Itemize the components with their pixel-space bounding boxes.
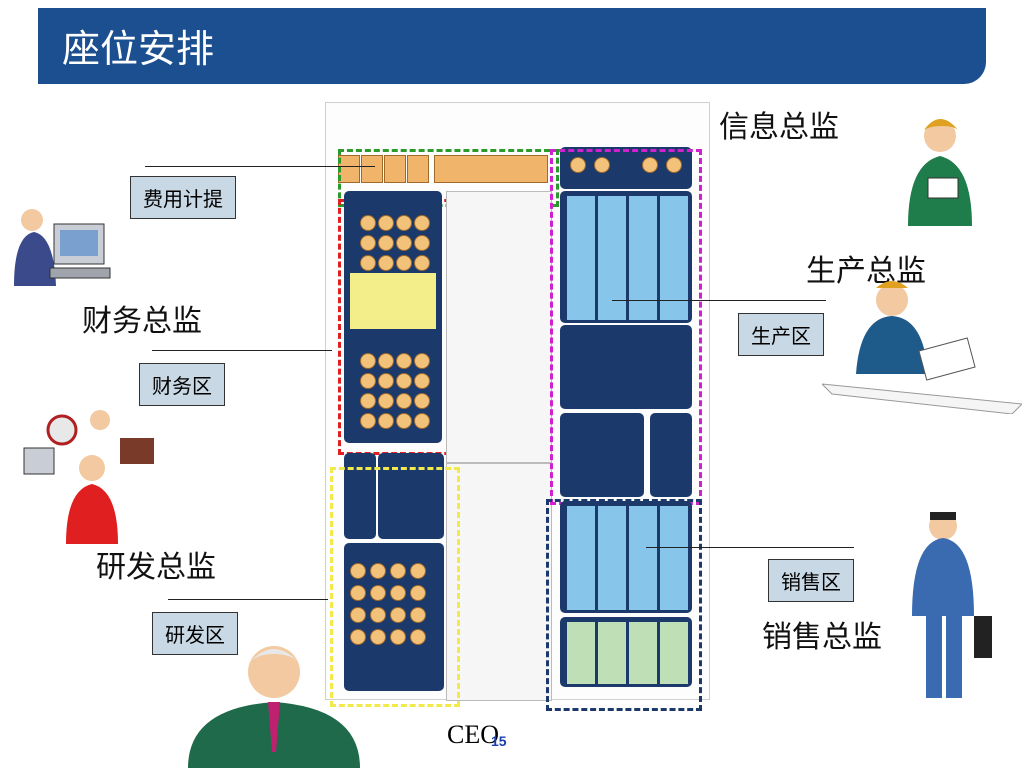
expense-label: 费用计提 — [130, 176, 236, 219]
juggling-woman-icon — [23, 410, 154, 544]
old-man-icon — [188, 646, 360, 768]
game-board — [325, 102, 710, 711]
production-area-label: 生产区 — [738, 313, 824, 356]
finance-connector — [152, 350, 332, 351]
role-ceo: CEO — [447, 720, 499, 749]
woman-computer-icon — [14, 209, 111, 286]
rd-connector — [168, 599, 328, 600]
businessman-desk-icon — [822, 281, 1022, 414]
role-finance-director: 财务总监 — [82, 304, 202, 339]
expense-slots — [338, 155, 550, 183]
businessman-briefcase-icon — [912, 512, 992, 698]
production-connector — [612, 300, 826, 301]
title-bar: 座位安排 — [38, 8, 986, 84]
role-sales-director: 销售总监 — [762, 620, 882, 655]
role-info-director: 信息总监 — [719, 110, 839, 145]
finance-area-label: 财务区 — [139, 363, 225, 406]
role-rd-director: 研发总监 — [96, 550, 216, 585]
page-title: 座位安排 — [62, 27, 215, 71]
role-production-director: 生产总监 — [806, 254, 926, 289]
rd-area-label: 研发区 — [152, 612, 238, 655]
expense-connector — [145, 166, 375, 167]
sales-area-label: 销售区 — [768, 559, 854, 602]
sales-connector — [646, 547, 854, 548]
woman-phone-icon — [908, 119, 972, 226]
page-number: 15 — [491, 733, 507, 749]
